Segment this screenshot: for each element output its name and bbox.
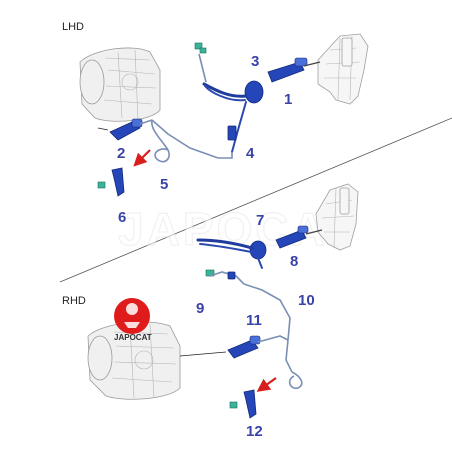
lead-gearbox-lhd [97, 127, 109, 131]
part-number-6: 6 [118, 209, 126, 226]
japocat-logo: JAPOCAT [114, 298, 152, 342]
gearbox-rhd [87, 321, 181, 400]
clip-teal-top [194, 42, 207, 54]
slave-cylinder-rhd [179, 335, 289, 359]
clutch-line-rhd [243, 283, 303, 392]
part-number-9: 9 [196, 300, 204, 317]
rhd-label: RHD [62, 295, 86, 307]
slave-cylinder-lhd [109, 118, 153, 141]
pedal-assembly-lhd [317, 33, 369, 105]
part-number-1: 1 [284, 91, 292, 108]
section-divider [59, 117, 452, 283]
pedal-assembly-rhd [315, 183, 359, 251]
bracket-lhd [97, 167, 125, 197]
watermark: JAPOCAT [118, 203, 355, 255]
part-number-4: 4 [246, 145, 255, 162]
reservoir-lhd [202, 80, 264, 104]
part-number-11: 11 [246, 312, 262, 329]
line-clip-to-hose [198, 53, 207, 83]
part-number-3: 3 [251, 53, 259, 70]
logo-text: JAPOCAT [114, 333, 152, 342]
gearbox-lhd [79, 47, 161, 122]
part-number-2: 2 [117, 145, 125, 162]
hose-coil-lhd [133, 119, 170, 167]
master-cylinder-rhd [275, 225, 323, 249]
part-number-7: 7 [256, 212, 264, 229]
part-number-8: 8 [290, 253, 298, 270]
lhd-label: LHD [62, 21, 84, 33]
master-cylinder-lhd [267, 57, 321, 83]
part-number-10: 10 [298, 292, 315, 309]
clutch-line-lhd [151, 101, 247, 159]
part-number-12: 12 [246, 423, 263, 440]
fitting-rhd [205, 269, 245, 285]
reservoir-rhd [196, 238, 267, 269]
bracket-rhd [229, 389, 257, 419]
part-number-5: 5 [160, 176, 168, 193]
